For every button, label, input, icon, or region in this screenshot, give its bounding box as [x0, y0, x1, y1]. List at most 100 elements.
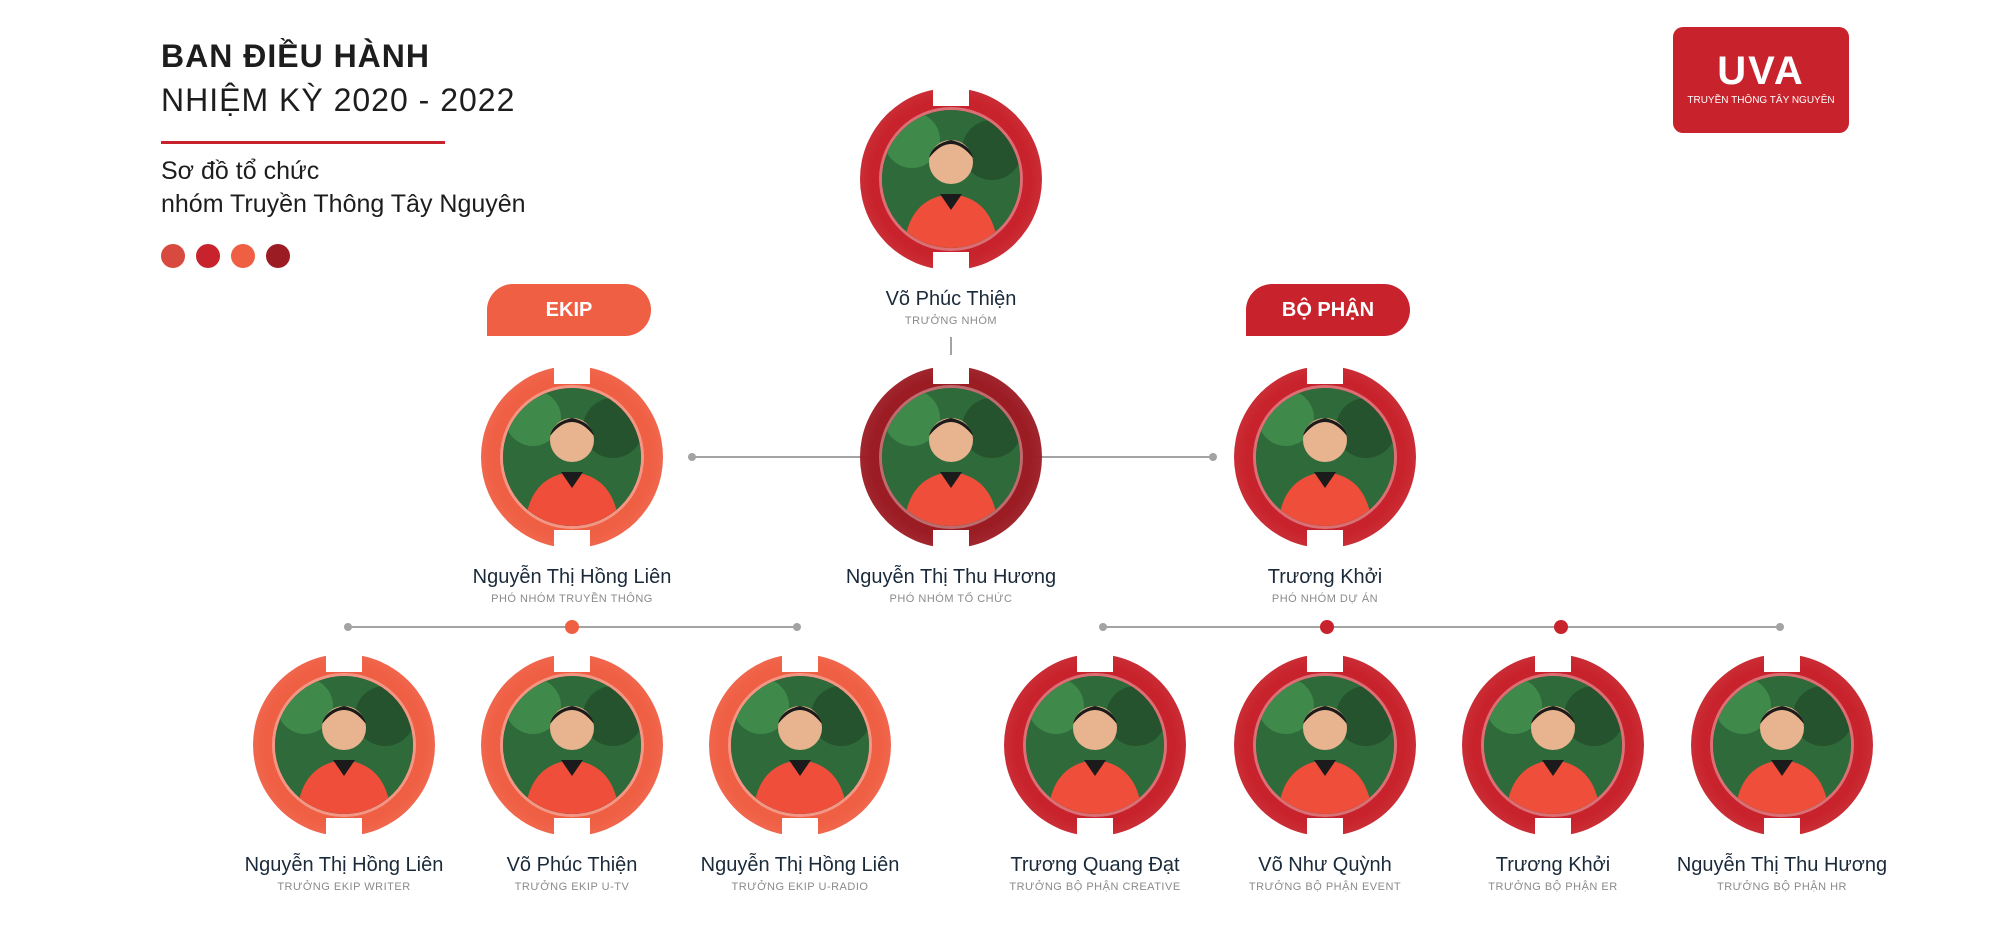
member-role: TRƯỞNG BỘ PHẬN CREATIVE	[1009, 881, 1181, 893]
avatar-photo-icon	[882, 388, 1020, 526]
avatar-ring	[481, 654, 663, 836]
ring-gap	[1307, 818, 1343, 836]
avatar-ring	[1004, 654, 1186, 836]
logo-subtitle: TRUYỀN THÔNG TÂY NGUYÊN	[1687, 95, 1835, 106]
avatar-ring	[1462, 654, 1644, 836]
member-name: Nguyễn Thị Hồng Liên	[700, 854, 900, 876]
avatar	[503, 676, 641, 814]
member-name: Nguyễn Thị Thu Hương	[845, 566, 1057, 588]
avatar-ring	[1234, 654, 1416, 836]
avatar-photo-icon	[275, 676, 413, 814]
ekip-connector-end-left	[344, 623, 352, 631]
ring-gap	[782, 818, 818, 836]
member-role: TRƯỞNG EKIP WRITER	[277, 881, 411, 893]
avatar-ring	[481, 366, 663, 548]
member-name: Võ Như Quỳnh	[1258, 854, 1392, 876]
member-role: TRƯỞNG EKIP U-TV	[514, 881, 630, 893]
title-divider	[161, 141, 445, 144]
member-name: Trương Quang Đạt	[1010, 854, 1180, 876]
avatar	[275, 676, 413, 814]
member-role: TRƯỞNG NHÓM	[904, 315, 998, 327]
bo-phan-connector-node-1	[1320, 620, 1334, 634]
avatar	[1026, 676, 1164, 814]
ekip-connector-end-right	[793, 623, 801, 631]
avatar-ring	[709, 654, 891, 836]
ring-gap	[554, 530, 590, 548]
decorative-dots	[161, 244, 290, 268]
ring-gap	[933, 530, 969, 548]
avatar	[882, 110, 1020, 248]
dot-3	[231, 244, 255, 268]
ring-gap	[1764, 818, 1800, 836]
avatar-photo-icon	[503, 388, 641, 526]
avatar	[1484, 676, 1622, 814]
ring-gap	[1307, 530, 1343, 548]
avatar	[1256, 676, 1394, 814]
member-role: TRƯỞNG EKIP U-RADIO	[731, 881, 869, 893]
avatar-photo-icon	[1713, 676, 1851, 814]
avatar-photo-icon	[1256, 388, 1394, 526]
avatar-ring	[253, 654, 435, 836]
dot-4	[266, 244, 290, 268]
member-name: Nguyễn Thị Hồng Liên	[472, 566, 672, 588]
avatar	[731, 676, 869, 814]
member-name: Võ Phúc Thiện	[885, 288, 1017, 310]
bo-phan-connector-node-2	[1554, 620, 1568, 634]
member-name: Võ Phúc Thiện	[506, 854, 638, 876]
page-title: BAN ĐIỀU HÀNH	[161, 38, 430, 74]
ring-gap	[1535, 818, 1571, 836]
member-role: TRƯỞNG BỘ PHẬN ER	[1488, 881, 1618, 893]
deputy-connector-end-left	[688, 453, 696, 461]
avatar	[882, 388, 1020, 526]
avatar-ring	[1691, 654, 1873, 836]
avatar	[1713, 676, 1851, 814]
bo-phan-connector-end-right	[1776, 623, 1784, 631]
avatar-photo-icon	[1026, 676, 1164, 814]
avatar-photo-icon	[1256, 676, 1394, 814]
ring-gap	[554, 818, 590, 836]
avatar-ring	[860, 88, 1042, 270]
ring-gap	[1077, 818, 1113, 836]
avatar-photo-icon	[503, 676, 641, 814]
avatar-ring	[860, 366, 1042, 548]
ekip-connector-node	[565, 620, 579, 634]
subtitle-line-1: Sơ đồ tổ chức	[161, 157, 320, 185]
member-role: PHÓ NHÓM TỔ CHỨC	[889, 593, 1013, 605]
member-role: TRƯỞNG BỘ PHẬN HR	[1717, 881, 1847, 893]
dot-2	[196, 244, 220, 268]
bo-phan-connector-end-left	[1099, 623, 1107, 631]
ring-gap	[933, 252, 969, 270]
member-role: PHÓ NHÓM TRUYỀN THÔNG	[491, 593, 653, 605]
member-name: Nguyễn Thị Thu Hương	[1676, 854, 1888, 876]
avatar-photo-icon	[1484, 676, 1622, 814]
tag-ekip: EKIP	[487, 284, 651, 336]
brand-logo: UVA TRUYỀN THÔNG TÂY NGUYÊN	[1673, 27, 1849, 133]
avatar-ring	[1234, 366, 1416, 548]
subtitle-line-2: nhóm Truyền Thông Tây Nguyên	[161, 190, 526, 218]
member-role: TRƯỞNG BỘ PHẬN EVENT	[1248, 881, 1402, 893]
avatar-photo-icon	[731, 676, 869, 814]
avatar	[1256, 388, 1394, 526]
dot-1	[161, 244, 185, 268]
page-subtitle: Sơ đồ tổ chức nhóm Truyền Thông Tây Nguy…	[161, 155, 526, 221]
avatar	[503, 388, 641, 526]
logo-mark: UVA	[1717, 49, 1805, 93]
avatar-photo-icon	[882, 110, 1020, 248]
member-name: Nguyễn Thị Hồng Liên	[244, 854, 444, 876]
member-name: Trương Khởi	[1495, 854, 1611, 876]
member-role: PHÓ NHÓM DỰ ÁN	[1271, 593, 1379, 605]
page-term: NHIỆM KỲ 2020 - 2022	[161, 82, 516, 118]
ring-gap	[326, 818, 362, 836]
